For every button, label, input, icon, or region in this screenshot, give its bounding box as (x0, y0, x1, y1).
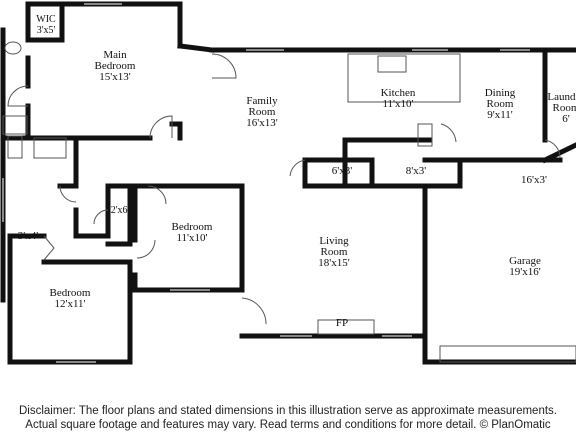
disclaimer-line-2: Actual square footage and features may v… (25, 419, 551, 431)
room-label-5: LaundryRoom6' (547, 91, 576, 125)
room-label-7: 8'x3' (406, 165, 426, 177)
room-label-6: 6'x3' (332, 165, 352, 177)
disclaimer-line-1: Disclaimer: The floor plans and stated d… (19, 405, 557, 417)
walls (0, 1, 576, 365)
room-label-15: FP (336, 317, 348, 329)
room-label-8: 16'x3' (521, 174, 547, 186)
windows (2, 3, 530, 363)
fixtures (2, 41, 576, 363)
room-label-9: 2'x6' (111, 205, 130, 216)
room-label-11: 3'x4' (18, 230, 38, 242)
